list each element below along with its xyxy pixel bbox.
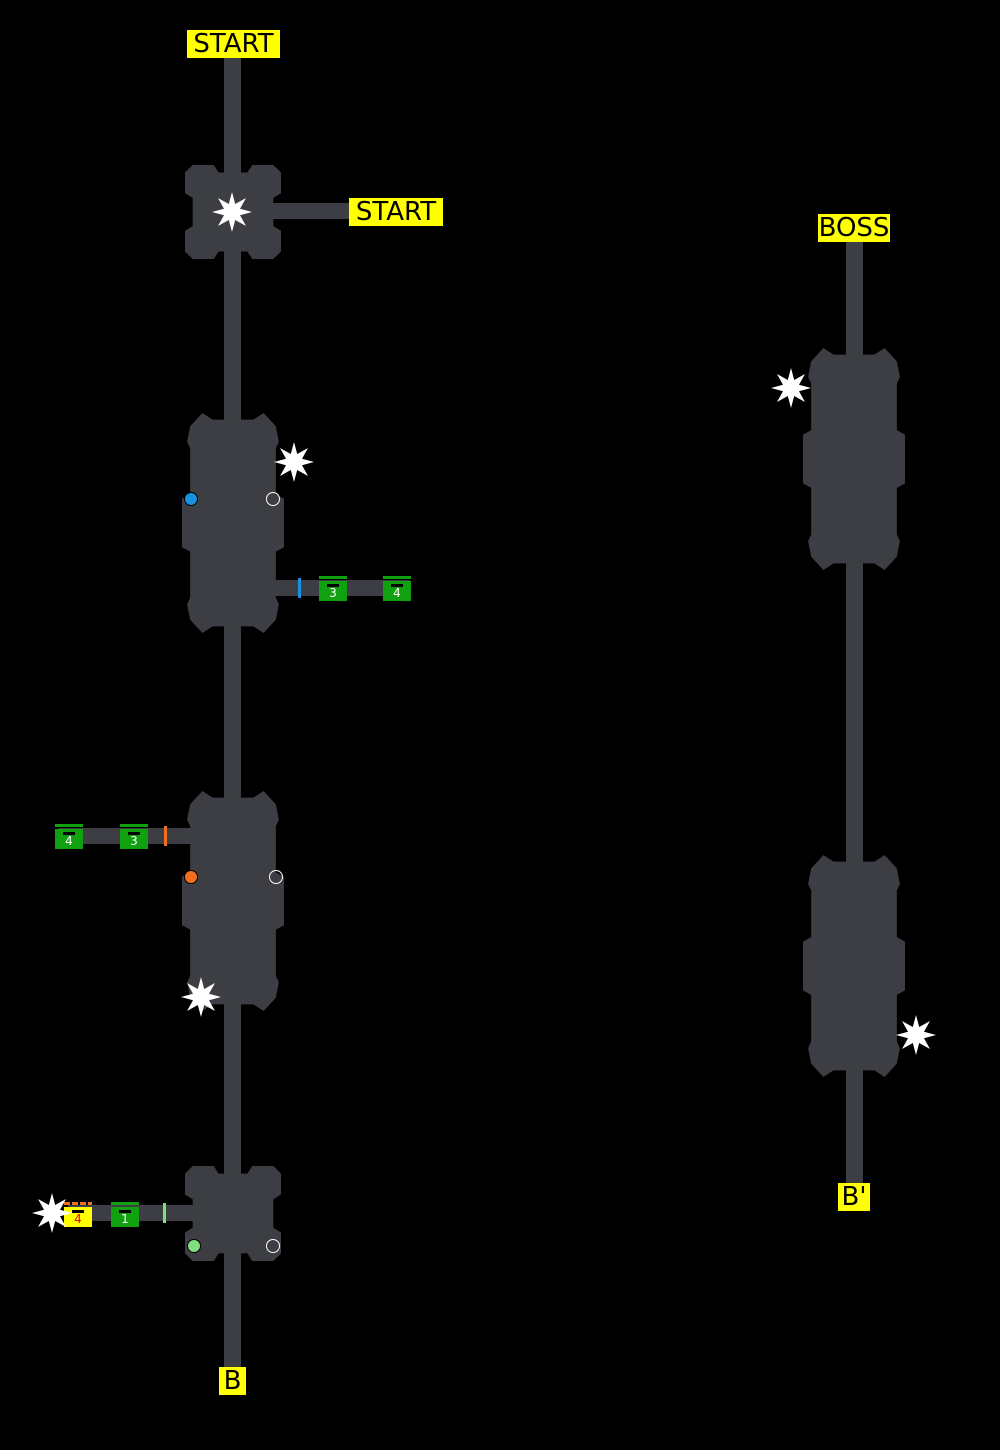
explosion-icon	[274, 442, 314, 482]
blue-switch-icon[interactable]	[184, 492, 198, 506]
chest-box[interactable]: 4	[55, 824, 83, 849]
green-switch-icon[interactable]	[187, 1239, 201, 1253]
empty-switch-icon[interactable]	[266, 1239, 280, 1253]
room-boss-lower	[803, 855, 905, 1077]
empty-switch-icon[interactable]	[266, 492, 280, 506]
explosion-icon	[212, 192, 252, 232]
room-4-cross	[185, 1166, 281, 1261]
start-label-top[interactable]: START	[187, 30, 280, 58]
empty-switch-icon[interactable]	[269, 870, 283, 884]
explosion-icon	[181, 977, 221, 1017]
orange-switch-icon[interactable]	[184, 870, 198, 884]
chest-box[interactable]: 1	[111, 1202, 139, 1227]
explosion-icon	[771, 368, 811, 408]
start-east-corridor	[265, 203, 355, 219]
b-label[interactable]: B	[219, 1367, 246, 1395]
b-prime-label[interactable]: B'	[838, 1183, 870, 1211]
room-2	[182, 413, 284, 633]
light-green-door	[163, 1203, 166, 1223]
explosion-icon	[32, 1193, 72, 1233]
boss-label[interactable]: BOSS	[818, 213, 890, 243]
start-label-right[interactable]: START	[349, 198, 443, 226]
locked-chest-box[interactable]: 4	[64, 1202, 92, 1227]
left-main-corridor	[224, 30, 241, 1375]
orange-door	[164, 826, 167, 846]
chest-box[interactable]: 4	[383, 576, 411, 601]
room-boss-upper	[803, 348, 905, 570]
chest-box[interactable]: 3	[319, 576, 347, 601]
room-3	[182, 791, 284, 1011]
explosion-icon	[896, 1015, 936, 1055]
chest-box[interactable]: 3	[120, 824, 148, 849]
blue-door	[298, 578, 301, 598]
